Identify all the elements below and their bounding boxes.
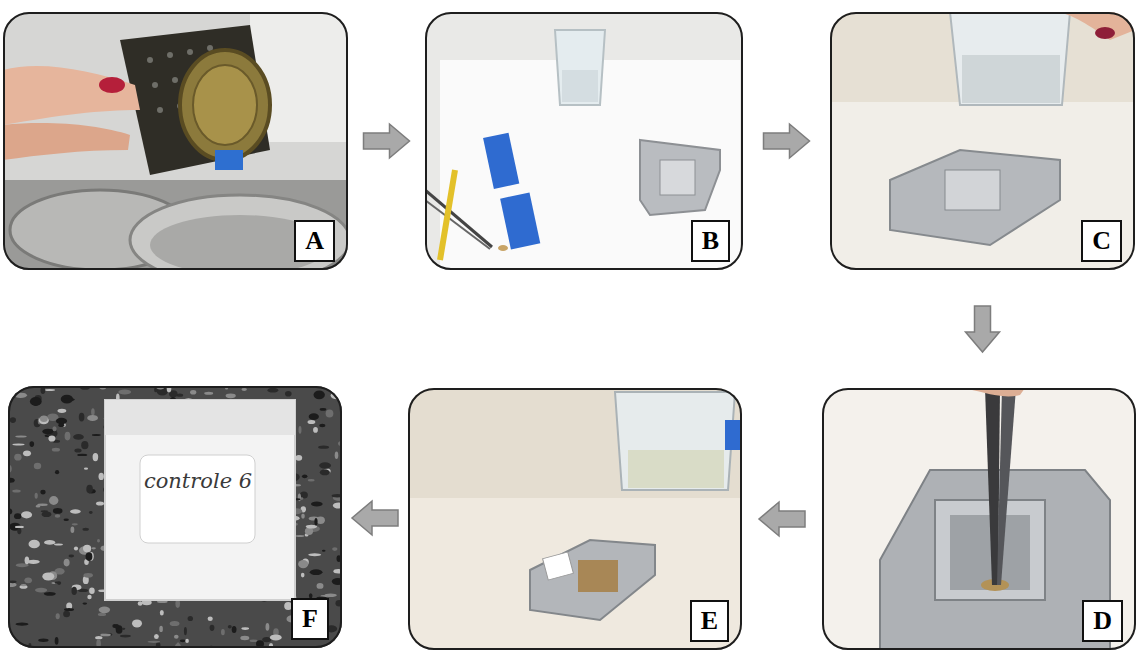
photo-b	[425, 12, 743, 270]
panel-letter: A	[294, 220, 335, 262]
block-arrow	[759, 502, 805, 536]
panel-letter: D	[1082, 600, 1123, 642]
photo-panel: A	[3, 12, 348, 270]
panel-letter: C	[1081, 220, 1122, 262]
photo-panel: D	[822, 388, 1136, 650]
block-arrow	[966, 306, 1000, 352]
photo-panel: C	[830, 12, 1135, 270]
photo-f	[8, 386, 342, 648]
handwritten-label: controle 6	[143, 468, 253, 494]
photo-panel: F	[8, 386, 342, 648]
photo-d	[822, 388, 1136, 650]
photo-e	[408, 388, 742, 650]
panel-letter: E	[690, 600, 729, 642]
photo-c	[830, 12, 1135, 270]
panel-letter: B	[691, 220, 730, 262]
photo-panel: E	[408, 388, 742, 650]
block-arrow	[364, 124, 410, 158]
photo-a	[3, 12, 348, 270]
panel-letter: F	[291, 598, 329, 640]
block-arrow	[764, 124, 810, 158]
photo-panel: B	[425, 12, 743, 270]
block-arrow	[352, 501, 398, 535]
